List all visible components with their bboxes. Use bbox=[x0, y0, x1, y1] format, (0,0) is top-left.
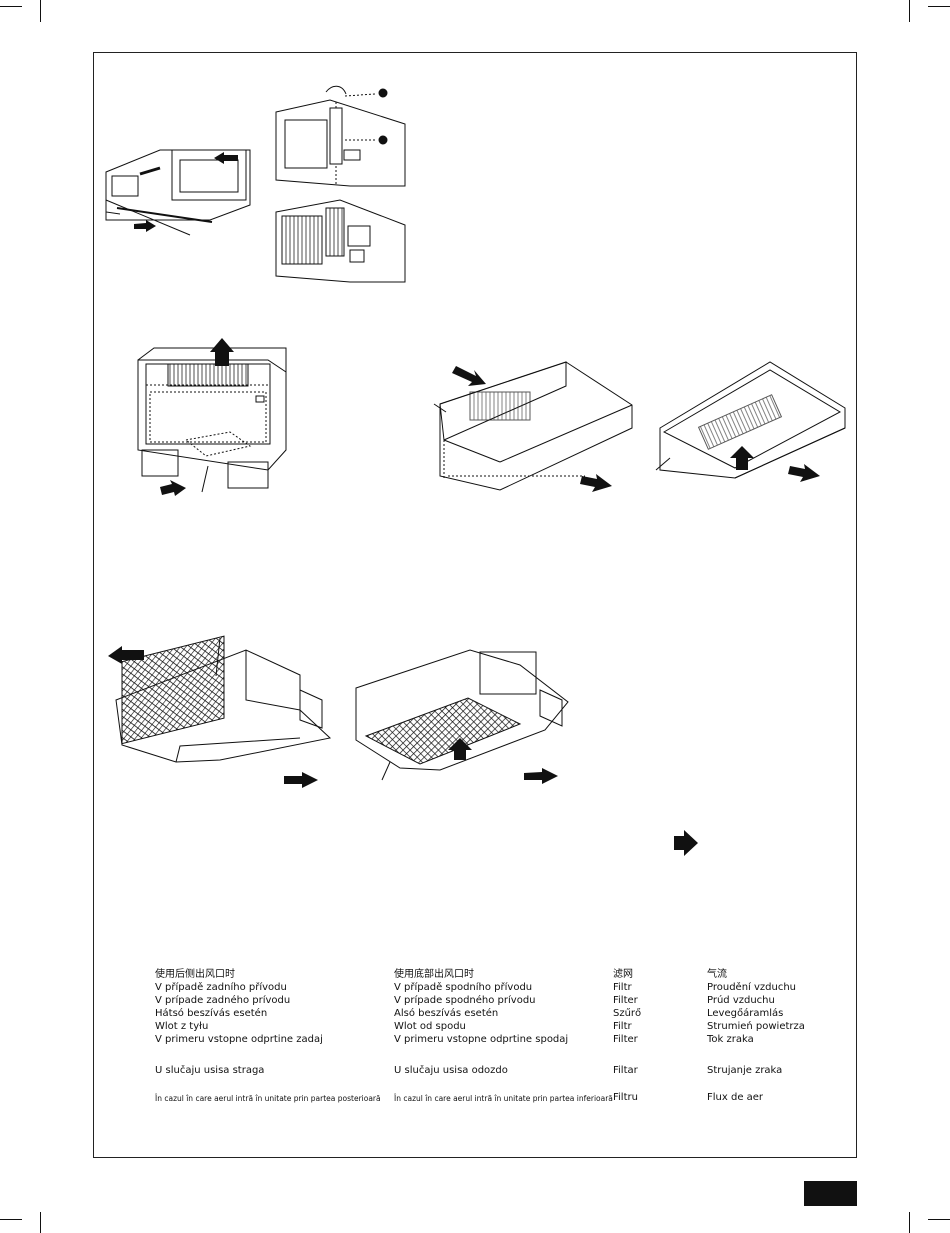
airflow-legend-arrow-icon bbox=[674, 830, 698, 856]
legend-line: Filter bbox=[613, 1034, 638, 1045]
airflow-arrow-icon bbox=[210, 338, 234, 366]
ceiling-unit-figure bbox=[105, 149, 251, 236]
airflow-arrow-icon bbox=[160, 480, 186, 496]
crop-mark bbox=[909, 0, 910, 22]
legend-bottom-inlet-serbian: U slučaju usisa odozdo bbox=[394, 1065, 508, 1076]
legend-line: 气流 bbox=[707, 969, 727, 980]
page-number-tab bbox=[804, 1181, 857, 1206]
legend-line: 使用底部出风口时 bbox=[394, 969, 474, 980]
page-frame bbox=[93, 52, 857, 1158]
legend-line: Filtr bbox=[613, 1021, 632, 1032]
crop-mark bbox=[0, 6, 22, 7]
panel-detail-top-figure bbox=[275, 85, 406, 187]
legend-line: V prípade zadného prívodu bbox=[155, 995, 291, 1006]
legend-line: Tok zraka bbox=[707, 1034, 754, 1045]
legend-airflow-serbian: Strujanje zraka bbox=[707, 1065, 783, 1076]
floor-unit-figure bbox=[137, 347, 287, 493]
airflow-arrow-icon bbox=[524, 768, 558, 784]
legend-rear-inlet-serbian: U slučaju usisa straga bbox=[155, 1065, 265, 1076]
airflow-arrow-icon bbox=[134, 220, 156, 232]
legend-line: Proudění vzduchu bbox=[707, 982, 797, 993]
crop-mark bbox=[0, 1219, 22, 1220]
airflow-arrow-icon bbox=[788, 464, 820, 482]
legend-line: V primeru vstopne odprtine spodaj bbox=[394, 1034, 569, 1045]
ducted-unit-bottom-figure bbox=[655, 361, 846, 479]
legend-airflow: 气流 Proudění vzduchu Prúd vzduchu Levegőá… bbox=[707, 968, 805, 1046]
legend-rear-inlet: 使用后侧出风口时 V případě zadního přívodu V prí… bbox=[155, 968, 323, 1046]
legend-line: Filter bbox=[613, 995, 638, 1006]
legend-bottom-inlet: 使用底部出风口时 V případě spodního přívodu V pr… bbox=[394, 968, 568, 1046]
legend-line: V případě zadního přívodu bbox=[155, 982, 287, 993]
bottom-filter-figure bbox=[355, 649, 569, 781]
legend-rear-inlet-romanian: În cazul în care aerul intră în unitate … bbox=[155, 1094, 381, 1103]
rear-filter-figure bbox=[115, 635, 332, 763]
crop-mark bbox=[909, 1212, 910, 1233]
legend-line: Szűrő bbox=[613, 1008, 642, 1019]
crop-mark bbox=[40, 0, 41, 22]
legend-bottom-inlet-romanian: În cazul în care aerul intră în unitate … bbox=[394, 1094, 613, 1103]
legend-line: Levegőáramlás bbox=[707, 1008, 784, 1019]
legend-line: V případě spodního přívodu bbox=[394, 982, 533, 993]
airflow-arrow-icon bbox=[452, 366, 486, 386]
legend-line: Alsó beszívás esetén bbox=[394, 1008, 499, 1019]
legend-line: Filtr bbox=[613, 982, 632, 993]
ducted-unit-rear-figure bbox=[433, 361, 633, 491]
airflow-arrow-icon bbox=[108, 646, 144, 664]
legend-line: 使用后侧出风口时 bbox=[155, 969, 235, 980]
legend-filter-romanian: Filtru bbox=[613, 1092, 638, 1103]
crop-mark bbox=[928, 6, 950, 7]
airflow-arrow-icon bbox=[448, 738, 472, 760]
legend-line: Prúd vzduchu bbox=[707, 995, 775, 1006]
legend-filter-serbian: Filtar bbox=[613, 1065, 638, 1076]
legend-line: Wlot od spodu bbox=[394, 1021, 466, 1032]
legend-line: Hátsó beszívás esetén bbox=[155, 1008, 268, 1019]
crop-mark bbox=[928, 1219, 950, 1220]
airflow-arrow-icon bbox=[580, 474, 612, 492]
legend-line: V primeru vstopne odprtine zadaj bbox=[155, 1034, 323, 1045]
legend-line: Strumień powietrza bbox=[707, 1021, 805, 1032]
panel-detail-bottom-figure bbox=[275, 199, 406, 283]
airflow-arrow-icon bbox=[730, 446, 754, 470]
crop-mark bbox=[40, 1212, 41, 1233]
legend-filter: 滤网 Filtr Filter Szűrő Filtr Filter bbox=[613, 968, 641, 1046]
legend-line: 滤网 bbox=[613, 969, 633, 980]
airflow-arrow-icon bbox=[214, 152, 238, 164]
legend-airflow-romanian: Flux de aer bbox=[707, 1092, 764, 1103]
legend-line: Wlot z tyłu bbox=[155, 1021, 209, 1032]
airflow-arrow-icon bbox=[284, 772, 318, 788]
legend-line: V prípade spodného prívodu bbox=[394, 995, 536, 1006]
